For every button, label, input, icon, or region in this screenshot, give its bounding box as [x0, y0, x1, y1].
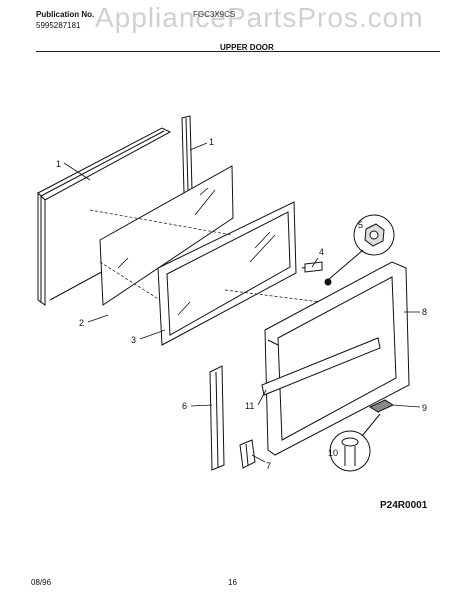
callout-1-left: 1	[56, 159, 61, 169]
window-frame	[157, 201, 297, 346]
callout-9: 9	[422, 403, 427, 413]
section-title: UPPER DOOR	[220, 43, 274, 52]
callout-2: 2	[79, 318, 84, 328]
door-side-trim-left	[37, 127, 172, 306]
publication-number: 5995287181	[36, 21, 81, 30]
callout-3: 3	[131, 335, 136, 345]
nut-detail	[324, 214, 395, 286]
side-bracket	[209, 365, 225, 471]
insulation-strip	[261, 337, 381, 396]
model-number: FGC3X9CS	[193, 10, 236, 19]
glass-panel	[99, 165, 234, 306]
hinge-bracket	[239, 439, 256, 469]
callout-8: 8	[422, 307, 427, 317]
callout-11: 11	[245, 401, 254, 411]
watermark: AppliancePartsPros.com	[95, 2, 424, 33]
publication-label: Publication No.	[36, 10, 95, 19]
callout-1-right: 1	[209, 137, 214, 147]
door-side-trim-vertical	[181, 115, 193, 194]
callout-10: 10	[328, 448, 338, 458]
bolt-detail	[329, 413, 381, 472]
callout-4: 4	[319, 247, 324, 257]
page-number: 16	[228, 578, 237, 587]
callout-7: 7	[266, 461, 271, 471]
diagram-code: P24R0001	[380, 500, 428, 511]
callout-6: 6	[182, 401, 187, 411]
callout-5: 5	[358, 220, 363, 230]
header-rule	[36, 51, 440, 52]
leader-lines	[63, 142, 421, 463]
footer-date: 08/96	[31, 578, 52, 587]
